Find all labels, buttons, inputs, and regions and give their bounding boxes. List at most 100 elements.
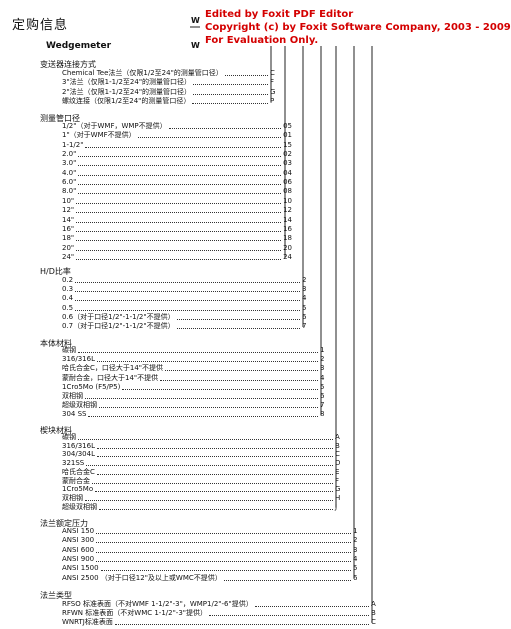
dot-leader: [85, 494, 333, 501]
dot-leader: [223, 574, 351, 581]
dot-leader: [254, 600, 369, 607]
option-row: 18" 18: [62, 234, 292, 243]
option-code: 5: [320, 382, 325, 391]
option-code: C: [371, 618, 376, 626]
option-code: 5: [302, 303, 307, 312]
dot-leader: [78, 169, 282, 176]
option-code: 4: [320, 373, 325, 382]
option-code: 2: [320, 355, 325, 364]
option-label: 0.7（对于口径1/2"-1-1/2"不提供）: [62, 322, 175, 330]
option-code: C: [335, 450, 340, 459]
option-label: 0.3: [62, 285, 74, 294]
dot-leader: [99, 503, 333, 510]
dot-leader: [78, 346, 318, 353]
option-code: 7: [320, 401, 325, 410]
option-label: 20": [62, 243, 75, 252]
option-row: 蒙耐合金，口径大于14"不提供 4: [62, 374, 328, 383]
watermark: Edited by Foxit PDF Editor Copyright (c)…: [205, 8, 511, 47]
option-row: 20" 20: [62, 244, 292, 253]
option-label: RFWN 标准表面（不对WMC 1-1/2"-3"提供）: [62, 609, 208, 617]
option-row: 321SS D: [62, 459, 343, 468]
option-code: D: [335, 459, 341, 468]
dot-leader: [85, 392, 318, 399]
dot-leader: [75, 294, 300, 302]
option-code: 1: [320, 346, 325, 354]
option-label: 8.0": [62, 187, 77, 196]
section-title: 本体材料: [40, 339, 72, 348]
option-code: A: [371, 600, 376, 608]
option-label: 蒙耐合金，口径大于14"不提供: [62, 373, 159, 382]
option-code: 6: [353, 573, 358, 582]
option-code: 3: [320, 364, 325, 373]
dot-leader: [168, 122, 282, 129]
option-label: 超级双相钢: [62, 401, 97, 410]
option-code: 15: [283, 140, 292, 149]
option-row: RFWN 标准表面（不对WMC 1-1/2"-3"提供）B: [62, 609, 379, 618]
dot-leader: [96, 536, 351, 544]
option-code: G: [335, 485, 341, 494]
option-code: 3: [353, 545, 358, 554]
option-row: 24"24: [62, 253, 292, 262]
option-row: 4.0"04: [62, 169, 292, 178]
option-code: 10: [283, 196, 292, 205]
option-code: 16: [283, 224, 292, 233]
option-row: 0.6（对于口径1/2"-1-1/2"不提供）6: [62, 313, 310, 322]
option-label: 蒙耐合金: [62, 476, 90, 485]
option-label: 12": [62, 206, 75, 215]
option-label: 1/2"（对于WMF，WMP不提供）: [62, 122, 167, 130]
option-label: 2"法兰（仅限1-1/2至24"的测量管口径）: [62, 87, 192, 96]
dot-leader: [96, 355, 318, 363]
option-label: 16": [62, 224, 75, 233]
option-code: 20: [283, 243, 292, 252]
option-row: 2"法兰（仅限1-1/2至24"的测量管口径）G: [62, 88, 278, 97]
option-code: 03: [283, 159, 292, 168]
dot-leader: [95, 485, 333, 493]
dot-leader: [96, 527, 351, 534]
option-code: 18: [283, 234, 292, 243]
option-row: ANSI 600 3: [62, 546, 361, 555]
option-label: 10": [62, 196, 75, 205]
option-label: 316/316L: [62, 441, 95, 450]
option-label: 0.4: [62, 294, 74, 303]
option-label: 321SS: [62, 459, 85, 468]
dot-leader: [78, 178, 282, 186]
dot-leader: [75, 276, 300, 283]
dot-leader: [114, 618, 369, 625]
option-code: E: [335, 467, 340, 476]
option-label: 1"（对于WMF不提供）: [62, 131, 136, 140]
option-code: 4: [353, 554, 358, 563]
option-label: 316/316L: [62, 355, 95, 364]
option-label: 304 SS: [62, 410, 87, 419]
dot-leader: [75, 304, 300, 311]
dot-leader: [122, 383, 318, 390]
option-code: 8: [320, 410, 325, 419]
option-label: ANSI 600: [62, 545, 95, 554]
option-label: 0.2: [62, 276, 74, 284]
option-code: 05: [283, 122, 292, 130]
option-row: 1/2"（对于WMF，WMP不提供） 05: [62, 122, 292, 131]
dot-leader: [96, 468, 333, 475]
option-row: 304 SS 8: [62, 410, 328, 419]
dot-leader: [176, 322, 300, 329]
dot-leader: [137, 131, 282, 139]
dot-leader: [78, 187, 282, 195]
section-title: 法兰额定压力: [40, 519, 88, 528]
dot-leader: [76, 206, 282, 214]
dot-leader: [193, 88, 268, 95]
option-code: F: [270, 78, 275, 87]
option-code: 6: [302, 312, 307, 321]
dot-leader: [209, 609, 369, 616]
option-code: 12: [283, 206, 292, 215]
option-row: RFSO 标准表面（不对WMF 1-1/2"-3"，WMP1/2"-6"提供）A: [62, 600, 379, 609]
option-code: 06: [283, 178, 292, 187]
option-label: 18": [62, 234, 75, 243]
option-label: 超级双相钢: [62, 502, 97, 511]
option-label: 1Cro5Mo: [62, 485, 94, 494]
